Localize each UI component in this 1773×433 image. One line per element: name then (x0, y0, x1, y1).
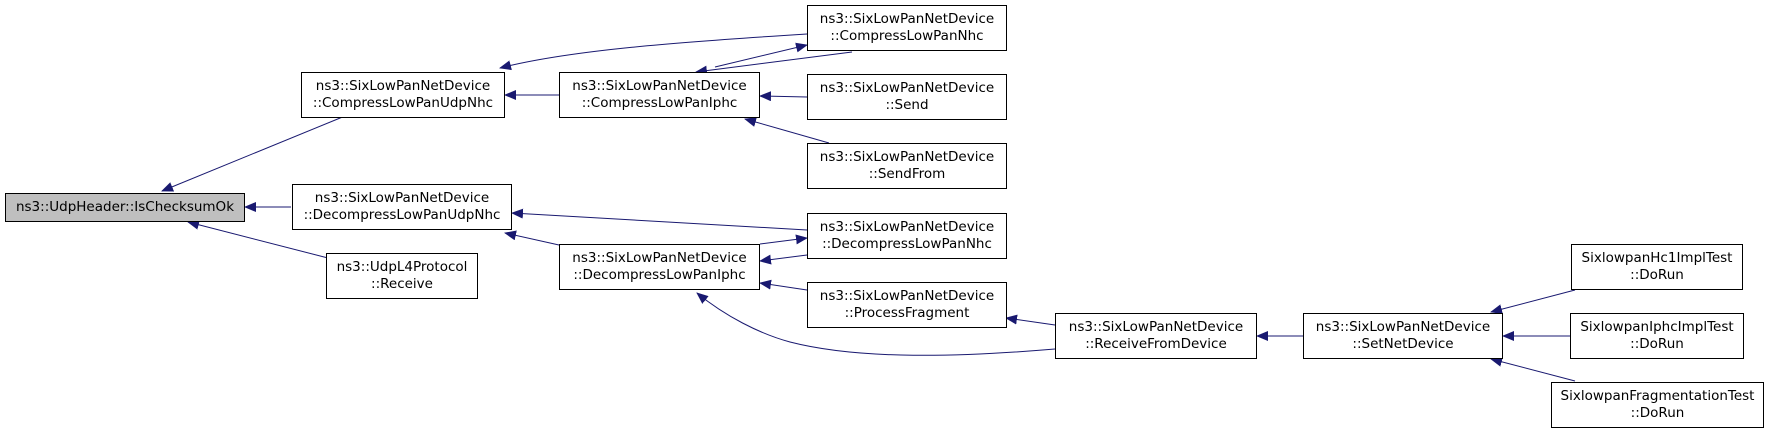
node-label-line1: SixlowpanHc1ImplTest (1581, 250, 1733, 266)
node-label-line1: ns3::SixLowPanNetDevice (1315, 319, 1491, 335)
node-compress-low-pan-iphc[interactable]: ns3::SixLowPanNetDevice ::CompressLowPan… (559, 72, 760, 118)
node-send-from[interactable]: ns3::SixLowPanNetDevice ::SendFrom (807, 143, 1007, 189)
edge-compress-nhc-to-compress-udp-nhc (499, 33, 808, 71)
node-sixlowpan-iphc-impl-test[interactable]: SixlowpanIphcImplTest ::DoRun (1570, 313, 1744, 359)
edge-process-fragment-to-decompress-iphc (759, 279, 808, 291)
node-label-line2: ::SendFrom (868, 166, 946, 182)
node-send[interactable]: ns3::SixLowPanNetDevice ::Send (807, 74, 1007, 120)
node-udpl4-protocol-receive[interactable]: ns3::UdpL4Protocol ::Receive (326, 253, 478, 299)
node-sixlowpan-hc1-impl-test[interactable]: SixlowpanHc1ImplTest ::DoRun (1571, 244, 1743, 290)
node-label-line1: ns3::UdpL4Protocol (336, 259, 468, 275)
node-decompress-low-pan-nhc[interactable]: ns3::SixLowPanNetDevice ::DecompressLowP… (807, 213, 1007, 259)
node-compress-low-pan-nhc[interactable]: ns3::SixLowPanNetDevice ::CompressLowPan… (807, 5, 1007, 51)
node-label-line2: ::ReceiveFromDevice (1085, 336, 1227, 352)
edge-decompress-nhc-to-decompress-iphc (759, 254, 808, 265)
edge-receive-from-device-to-process-fragment (1005, 314, 1056, 326)
node-label-line1: SixlowpanIphcImplTest (1580, 319, 1734, 335)
node-label-line1: ns3::SixLowPanNetDevice (819, 80, 995, 96)
node-compress-low-pan-udp-nhc[interactable]: ns3::SixLowPanNetDevice ::CompressLowPan… (301, 72, 505, 118)
edge-hc1-test-to-set-net-device (1490, 289, 1576, 315)
node-label-line1: ns3::SixLowPanNetDevice (819, 288, 995, 304)
node-label-line1: ns3::SixLowPanNetDevice (314, 190, 490, 206)
node-label-line1: ns3::SixLowPanNetDevice (572, 78, 747, 94)
node-label-line1: SixlowpanFragmentationTest (1560, 388, 1755, 404)
edge-decompress-nhc-to-decompress-udp-nhc (511, 208, 808, 231)
node-label-line2: ::CompressLowPanIphc (581, 95, 738, 111)
edge-udpl4-receive-to-is-checksum-ok (187, 219, 329, 259)
node-label: ns3::UdpHeader::IsChecksumOk (15, 199, 235, 215)
node-set-net-device[interactable]: ns3::SixLowPanNetDevice ::SetNetDevice (1303, 313, 1503, 359)
node-label-line2: ::DoRun (1630, 336, 1684, 352)
node-label-line1: ns3::SixLowPanNetDevice (1068, 319, 1244, 335)
node-label-line2: ::DecompressLowPanIphc (573, 267, 746, 283)
edge-send-to-compress-iphc (759, 91, 808, 102)
node-label-line1: ns3::SixLowPanNetDevice (819, 11, 995, 27)
node-decompress-low-pan-udp-nhc[interactable]: ns3::SixLowPanNetDevice ::DecompressLowP… (292, 184, 512, 230)
node-decompress-low-pan-iphc[interactable]: ns3::SixLowPanNetDevice ::DecompressLowP… (559, 244, 760, 290)
node-label-line2: ::ProcessFragment (844, 305, 970, 321)
edge-iphc-to-decompress-nhc (759, 234, 808, 245)
node-process-fragment[interactable]: ns3::SixLowPanNetDevice ::ProcessFragmen… (807, 282, 1007, 328)
node-label-line1: ns3::SixLowPanNetDevice (572, 250, 747, 266)
node-receive-from-device[interactable]: ns3::SixLowPanNetDevice ::ReceiveFromDev… (1055, 313, 1257, 359)
node-label-line2: ::DoRun (1630, 405, 1685, 421)
node-label-line2: ::Receive (371, 276, 433, 292)
edge-receive-from-device-to-decompress-iphc (696, 292, 1056, 356)
edge-compress-iphc-to-compress-nhc (714, 42, 808, 68)
node-label-line2: ::CompressLowPanNhc (830, 28, 984, 44)
edge-frag-test-to-set-net-device (1490, 356, 1576, 382)
node-label-line2: ::DecompressLowPanUdpNhc (303, 207, 501, 223)
node-sixlowpan-fragmentation-test[interactable]: SixlowpanFragmentationTest ::DoRun (1551, 382, 1764, 428)
node-label-line2: ::DecompressLowPanNhc (822, 236, 992, 252)
edge-send-from-to-compress-iphc (744, 117, 830, 144)
node-label-line1: ns3::SixLowPanNetDevice (819, 219, 995, 235)
edge-compress-nhc-to-compress-iphc (695, 51, 853, 76)
edge-compress-udp-nhc-to-is-checksum-ok (161, 115, 346, 192)
node-label-line2: ::DoRun (1630, 267, 1684, 283)
node-is-checksum-ok: ns3::UdpHeader::IsChecksumOk (5, 193, 245, 222)
node-label-line2: ::Send (885, 97, 929, 113)
node-label-line1: ns3::SixLowPanNetDevice (315, 78, 491, 94)
edge-decompress-iphc-to-decompress-udp-nhc (504, 230, 560, 246)
node-label-line1: ns3::SixLowPanNetDevice (819, 149, 995, 165)
node-label-line2: ::CompressLowPanUdpNhc (312, 95, 494, 111)
node-label-line2: ::SetNetDevice (1352, 336, 1454, 352)
